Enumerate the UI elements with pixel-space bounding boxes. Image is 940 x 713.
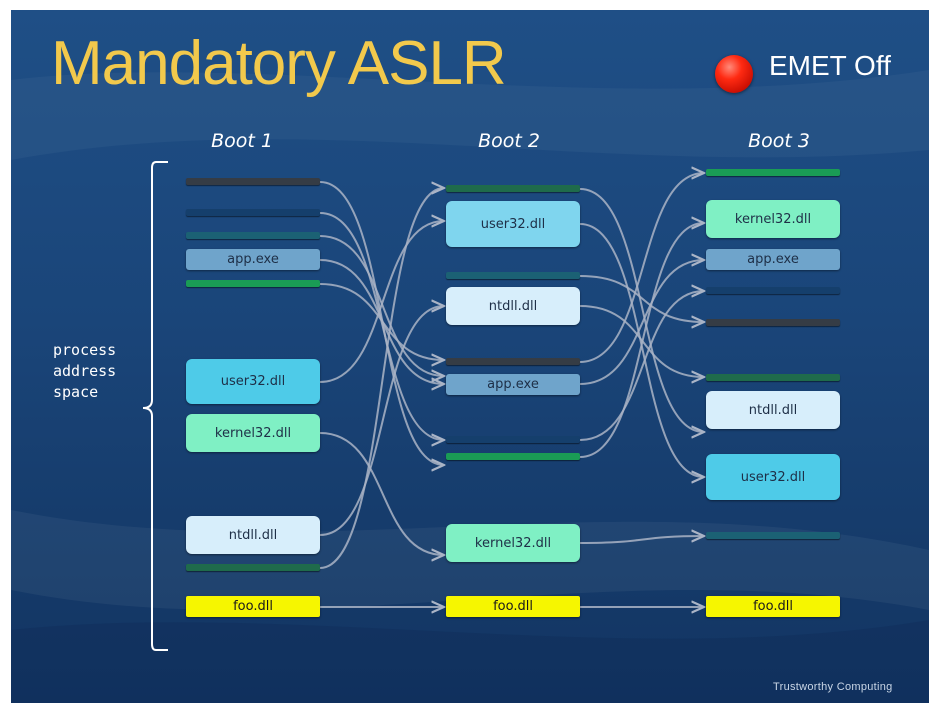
relocation-arrow: [319, 212, 444, 440]
column-header-boot-3: Boot 3: [748, 130, 810, 152]
boot2-dark-gray-bar: [446, 358, 580, 365]
boot1-kernel32-dll: kernel32.dll: [186, 414, 320, 452]
boot3-dark-gray-bar: [706, 319, 840, 326]
slide-title: Mandatory ASLR: [51, 29, 507, 98]
relocation-arrow: [319, 283, 444, 360]
boot1-dark-green-bar: [186, 564, 320, 571]
brace-label-line: process: [53, 341, 117, 359]
column-header-boot-2: Boot 2: [478, 130, 540, 152]
footer-brand: Trustworthy Computing: [773, 681, 893, 693]
brace-label-line: space: [53, 383, 99, 401]
connector-group: [319, 173, 704, 607]
brace-label-line: address: [53, 362, 117, 380]
relocation-arrow: [579, 188, 704, 432]
boot3-dark-green-bar: [706, 374, 840, 381]
boot2-teal-bar: [446, 272, 580, 279]
boot1-teal-bar: [186, 232, 320, 239]
boot3-user32-dll: user32.dll: [706, 454, 840, 500]
boot1-green-bar: [186, 280, 320, 287]
boot2-dark-green-bar: [446, 185, 580, 192]
boot2-ntdll-dll: ntdll.dll: [446, 287, 580, 325]
boot3-ntdll-dll: ntdll.dll: [706, 391, 840, 429]
boot2-app-exe: app.exe: [446, 374, 580, 395]
relocation-arrow: [579, 260, 704, 385]
boot3-teal-bar: [706, 532, 840, 539]
relocation-arrow: [319, 188, 444, 569]
boot3-navy-bar: [706, 287, 840, 294]
boot1-ntdll-dll: ntdll.dll: [186, 516, 320, 554]
relocation-arrow: [579, 291, 704, 441]
boot3-foo-dll: foo.dll: [706, 596, 840, 617]
relocation-arrow: [579, 223, 704, 458]
boot2-green-bar: [446, 453, 580, 460]
boot3-kernel32-dll: kernel32.dll: [706, 200, 840, 238]
boot1-navy-bar: [186, 209, 320, 216]
brace-label: process address space: [53, 340, 116, 403]
boot1-app-exe: app.exe: [186, 249, 320, 270]
relocation-arrow: [319, 221, 444, 383]
boot1-foo-dll: foo.dll: [186, 596, 320, 617]
status-label: EMET Off: [769, 50, 891, 81]
slide: Mandatory ASLR EMET Off Boot 1 Boot 2 Bo…: [11, 10, 929, 703]
relocation-arrow: [579, 536, 704, 544]
column-header-boot-1: Boot 1: [211, 130, 273, 152]
boot2-foo-dll: foo.dll: [446, 596, 580, 617]
boot3-app-exe: app.exe: [706, 249, 840, 270]
relocation-arrow: [319, 306, 444, 536]
address-space-brace: [142, 161, 168, 651]
status-indicator-icon: [715, 55, 753, 93]
relocation-arrow: [319, 432, 444, 555]
boot1-dark-gray-bar: [186, 178, 320, 185]
relocation-arrow: [579, 275, 704, 322]
relocation-arrow: [319, 235, 444, 376]
boot3-green-bar: [706, 169, 840, 176]
relocation-connectors: [142, 161, 929, 651]
boot2-kernel32-dll: kernel32.dll: [446, 524, 580, 562]
relocation-arrow: [579, 223, 704, 477]
boot1-user32-dll: user32.dll: [186, 359, 320, 404]
boot2-user32-dll: user32.dll: [446, 201, 580, 247]
boot2-navy-bar: [446, 436, 580, 443]
relocation-arrow: [579, 173, 704, 363]
